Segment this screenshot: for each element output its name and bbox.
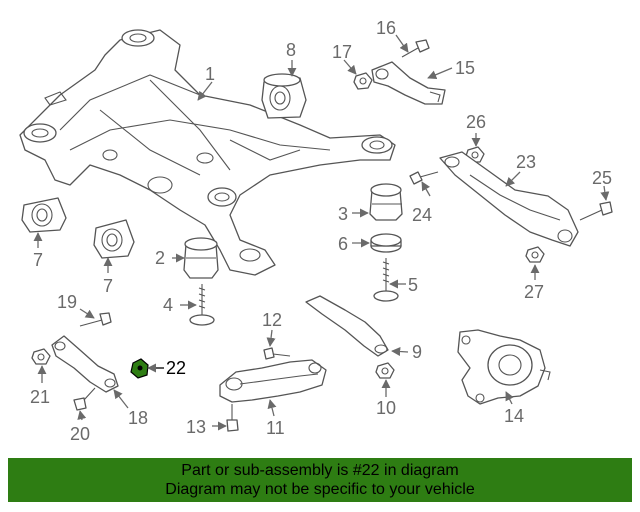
bolt-16-part[interactable] bbox=[401, 39, 430, 58]
washer-6-part[interactable] bbox=[370, 233, 402, 253]
callouts: 1 8 16 17 15 26 23 25 24 27 3 6 5 2 4 7 … bbox=[30, 18, 612, 444]
callout-18: 18 bbox=[128, 408, 148, 428]
callout-4: 4 bbox=[163, 295, 173, 315]
callout-14: 14 bbox=[504, 406, 524, 426]
callout-22: 22 bbox=[166, 358, 186, 378]
callout-27: 27 bbox=[524, 282, 544, 302]
nut-27-part[interactable] bbox=[525, 246, 545, 263]
nut-10-part[interactable] bbox=[375, 362, 395, 379]
callout-17: 17 bbox=[332, 42, 352, 62]
callout-13: 13 bbox=[186, 417, 206, 437]
callout-21: 21 bbox=[30, 387, 50, 407]
knuckle-14-part[interactable] bbox=[457, 329, 551, 405]
callout-26: 26 bbox=[466, 112, 486, 132]
bushing-7b-part[interactable] bbox=[93, 219, 135, 259]
callout-23: 23 bbox=[516, 152, 536, 172]
callout-2: 2 bbox=[155, 248, 165, 268]
callout-5: 5 bbox=[408, 275, 418, 295]
bolt-25-part[interactable] bbox=[579, 201, 613, 221]
bushing-7a-part[interactable] bbox=[21, 197, 67, 233]
upper-link-15-part[interactable] bbox=[371, 61, 446, 105]
lower-control-arm-11-part[interactable] bbox=[219, 359, 327, 403]
parts-diagram: 1 8 16 17 15 26 23 25 24 27 3 6 5 2 4 7 … bbox=[19, 18, 613, 444]
mount-2-part[interactable] bbox=[183, 237, 219, 279]
bolt-5-part[interactable] bbox=[373, 258, 399, 302]
bolt-13-part[interactable] bbox=[226, 404, 239, 432]
bolt-20-part[interactable] bbox=[73, 387, 96, 411]
mount-3-part[interactable] bbox=[369, 183, 403, 221]
bushing-8-part[interactable] bbox=[261, 73, 307, 119]
callout-7a: 7 bbox=[33, 250, 43, 270]
banner-line-2: Diagram may not be specific to your vehi… bbox=[165, 481, 475, 498]
callout-1: 1 bbox=[205, 64, 215, 84]
nut-17-part[interactable] bbox=[353, 72, 373, 90]
callout-11: 11 bbox=[266, 418, 285, 438]
callout-3: 3 bbox=[338, 204, 348, 224]
callout-19: 19 bbox=[57, 292, 77, 312]
bolt-12-part[interactable] bbox=[263, 347, 291, 360]
bolt-19-part[interactable] bbox=[79, 312, 112, 327]
link-18-part[interactable] bbox=[51, 335, 119, 393]
callout-12: 12 bbox=[262, 310, 282, 330]
lower-arm-23-part[interactable] bbox=[439, 151, 579, 247]
bolt-4-part[interactable] bbox=[189, 284, 215, 326]
callout-15: 15 bbox=[455, 58, 475, 78]
callout-24: 24 bbox=[412, 205, 432, 225]
bolt-24-part[interactable] bbox=[409, 171, 439, 185]
callout-20: 20 bbox=[70, 424, 90, 444]
link-9-part[interactable] bbox=[305, 295, 389, 357]
highlighted-part-22[interactable] bbox=[130, 358, 149, 379]
nut-21-part[interactable] bbox=[31, 348, 51, 365]
crossmember-part[interactable] bbox=[19, 29, 396, 276]
callout-10: 10 bbox=[376, 398, 396, 418]
callout-9: 9 bbox=[412, 342, 422, 362]
callout-6: 6 bbox=[338, 234, 348, 254]
callout-8: 8 bbox=[286, 40, 296, 60]
callout-16: 16 bbox=[376, 18, 396, 38]
callout-25: 25 bbox=[592, 168, 612, 188]
callout-7b: 7 bbox=[103, 276, 113, 296]
banner-line-1: Part or sub-assembly is #22 in diagram bbox=[181, 462, 459, 479]
leader-lines bbox=[33, 34, 610, 431]
info-banner: Part or sub-assembly is #22 in diagram D… bbox=[8, 458, 632, 502]
